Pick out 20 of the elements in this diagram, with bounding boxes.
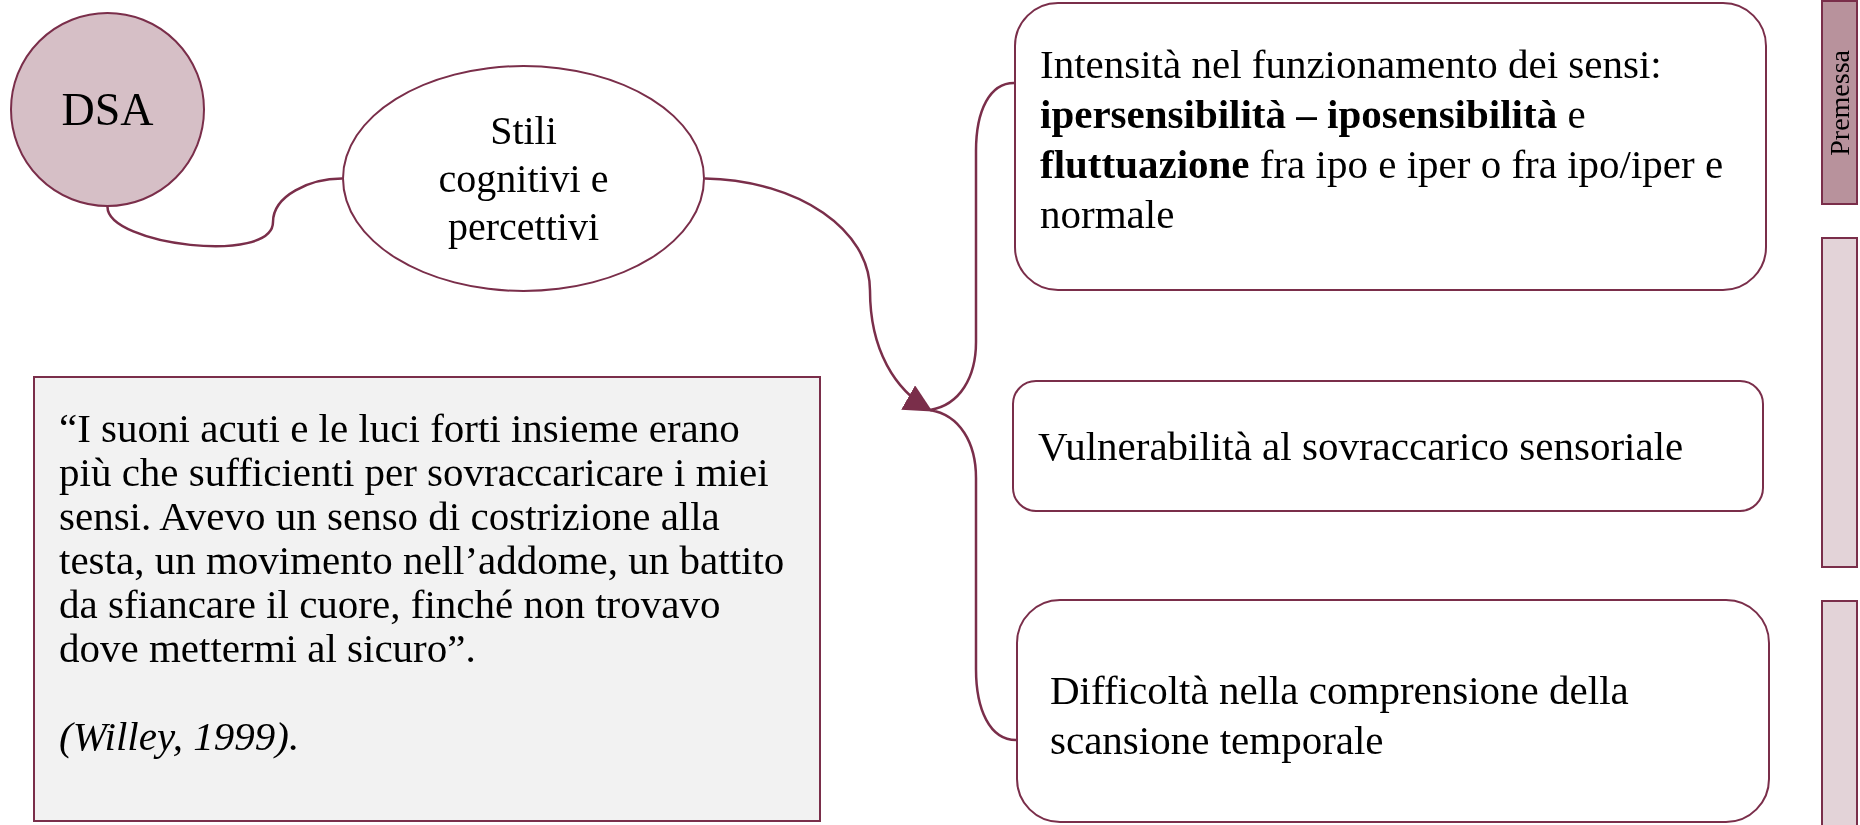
node-text: Stili cognitivi e percettivi [437,106,610,251]
node-text: (Willey, 1999). [59,714,301,758]
node-text: “I suoni acuti e le luci forti insieme erano più che sufficienti per sovraccaricare i miei sensi. Avevo un senso di costrizione alla testa, un movimento nell’addome, un battito da sfiancare il cuore, finché non trovavo dove mettermi al sicuro”. [59,406,786,670]
side-tab [1821,600,1858,825]
node-text: Vulnerabilità al sovraccarico sensoriale [1038,422,1685,470]
quote-box [33,376,821,822]
tab-label: Premessa [1822,49,1856,156]
rounded-box [1016,599,1770,823]
node-text: DSA [61,83,154,137]
side-tab [1821,237,1858,568]
node-text: Difficoltà nella comprensione della scansione temporale [1050,666,1630,765]
rounded-box [1014,2,1767,291]
brace [930,151,978,669]
connector-line [974,668,1017,742]
node-text: Intensità nel funzionamento dei sensi: ipersensibilità – iposensibilità e fluttuazione fra ipo e iper o fra ipo/iper e normale [1040,39,1725,239]
connector-line [974,81,1015,152]
side-tab [1821,0,1858,205]
arrow [704,177,933,412]
connector-line [106,177,343,248]
rounded-box [1012,380,1764,512]
